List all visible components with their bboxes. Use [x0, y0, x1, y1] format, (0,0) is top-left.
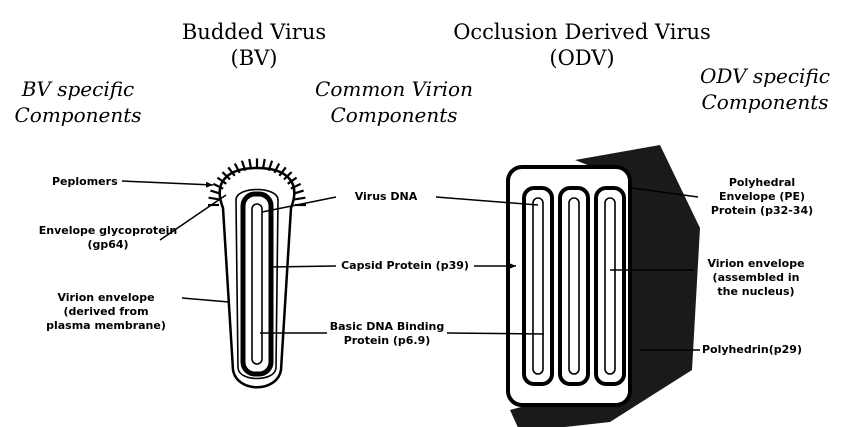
bv-dna-core: [252, 204, 262, 364]
bv-specific-heading-line2: Components: [0, 102, 156, 128]
label-polyhedral-envelope-line2: Envelope (PE): [700, 190, 824, 204]
bv-title-name: Budded Virus: [165, 19, 343, 45]
label-peplomers: Peplomers: [52, 175, 118, 189]
label-bv-virion-envelope: Virion envelope (derived from plasma mem…: [30, 291, 182, 333]
label-basic-dna-binding-line2: Protein (p6.9): [327, 334, 447, 348]
budded-virus-illustration: [208, 158, 306, 387]
bv-outer-envelope: [220, 168, 295, 387]
odv-title-name: Occlusion Derived Virus: [432, 19, 732, 45]
label-odv-virion-envelope-line2: (assembled in: [694, 271, 818, 285]
label-capsid-protein: Capsid Protein (p39): [336, 259, 474, 273]
label-polyhedral-envelope: Polyhedral Envelope (PE) Protein (p32-34…: [700, 176, 824, 218]
label-basic-dna-binding-line1: Basic DNA Binding: [327, 320, 447, 334]
common-heading-line2: Components: [306, 102, 482, 128]
bv-specific-heading-line1: BV specific: [0, 76, 156, 102]
label-bv-virion-envelope-line3: plasma membrane): [30, 319, 182, 333]
bv-capsid: [243, 194, 271, 374]
label-virus-dna: Virus DNA: [336, 190, 436, 204]
peplomer-spike: [209, 198, 220, 200]
label-envelope-glycoprotein-line1: Envelope glycoprotein: [28, 224, 188, 238]
bv-title-abbrev: (BV): [165, 45, 343, 71]
bv-title: Budded Virus (BV): [165, 19, 343, 71]
label-odv-virion-envelope: Virion envelope (assembled in the nucleu…: [694, 257, 818, 299]
label-envelope-glycoprotein-line2: (gp64): [28, 238, 188, 252]
odv-specific-heading-line2: Components: [684, 89, 846, 115]
odv-illustration: [508, 145, 700, 427]
peplomer-spike: [295, 198, 306, 200]
common-heading-line1: Common Virion: [306, 76, 482, 102]
odv-specific-heading-line1: ODV specific: [684, 63, 846, 89]
label-envelope-glycoprotein: Envelope glycoprotein (gp64): [28, 224, 188, 252]
common-heading: Common Virion Components: [306, 76, 482, 128]
label-bv-virion-envelope-line2: (derived from: [30, 305, 182, 319]
label-basic-dna-binding: Basic DNA Binding Protein (p6.9): [327, 320, 447, 348]
label-polyhedral-envelope-line1: Polyhedral: [700, 176, 824, 190]
bv-specific-heading: BV specific Components: [0, 76, 156, 128]
label-bv-virion-envelope-line1: Virion envelope: [30, 291, 182, 305]
label-odv-virion-envelope-line1: Virion envelope: [694, 257, 818, 271]
label-polyhedrin: Polyhedrin(p29): [702, 343, 802, 357]
label-odv-virion-envelope-line3: the nucleus): [694, 285, 818, 299]
label-polyhedral-envelope-line3: Protein (p32-34): [700, 204, 824, 218]
odv-specific-heading: ODV specific Components: [684, 63, 846, 115]
